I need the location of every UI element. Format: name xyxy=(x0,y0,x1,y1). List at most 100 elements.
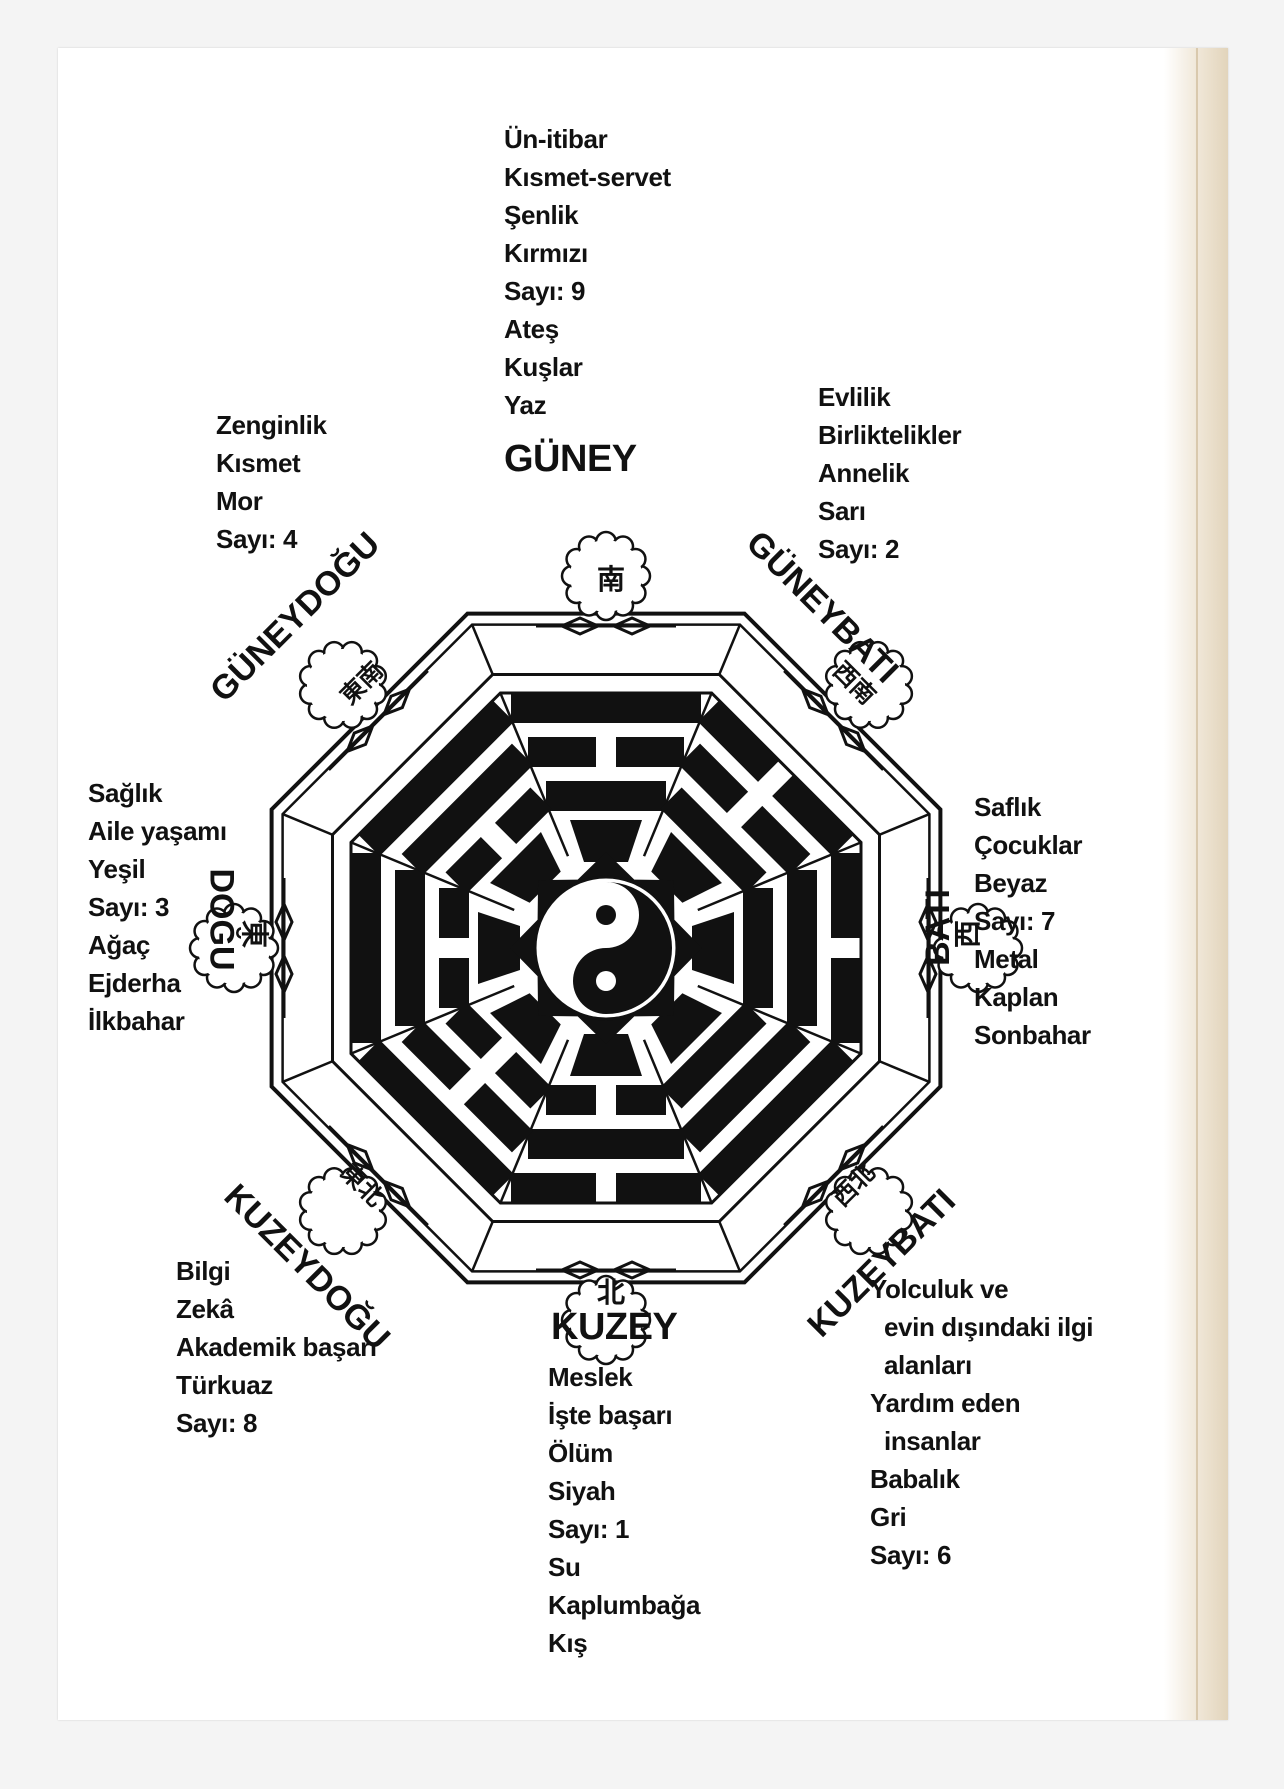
north-heading: KUZEY xyxy=(551,1306,678,1348)
trigram-solid-line xyxy=(743,888,773,1008)
frame-corner-line xyxy=(470,624,494,676)
trigram-broken-line xyxy=(678,743,749,813)
east-line: Yeşil xyxy=(88,854,146,884)
trigram-solid-line xyxy=(787,870,817,1026)
yin-dot xyxy=(596,905,616,925)
southwest-line: Evlilik xyxy=(818,382,891,412)
northwest-line: evin dışındaki ilgi xyxy=(884,1312,1094,1342)
trigram xyxy=(298,993,561,1256)
trigram-solid-line xyxy=(511,693,701,723)
glyph-south: 南 xyxy=(597,564,626,595)
southeast-attributes: Zenginlik Kısmet Mor Sayı: 4 xyxy=(216,406,327,558)
north-line: Siyah xyxy=(548,1476,616,1506)
trigram-broken-line xyxy=(511,1173,596,1203)
trigram-broken-line xyxy=(445,836,503,894)
east-line: Ağaç xyxy=(88,930,150,960)
west-line: Kaplan xyxy=(974,982,1059,1012)
page-fold-line xyxy=(1196,48,1198,1720)
north-line: Su xyxy=(548,1552,581,1582)
northeast-line: Türkuaz xyxy=(176,1370,273,1400)
trigram-broken-line xyxy=(401,1020,471,1091)
frame-ornament xyxy=(918,878,938,1018)
west-line: Sonbahar xyxy=(974,1020,1091,1050)
trigram-solid-line xyxy=(697,1039,854,1196)
east-line: Sayı: 3 xyxy=(88,892,170,922)
frame-ornament xyxy=(327,669,429,771)
frame-corner-line xyxy=(878,1060,930,1084)
center-wedge-emblem xyxy=(478,912,520,984)
frame-ornament xyxy=(783,669,885,771)
northeast-line: Sayı: 8 xyxy=(176,1408,258,1438)
southwest-line: Birliktelikler xyxy=(818,420,962,450)
trigram-broken-line xyxy=(546,1085,596,1115)
trigram-broken-line xyxy=(772,774,854,857)
trigram-solid-line xyxy=(546,781,666,811)
trigram-broken-line xyxy=(439,888,469,938)
northwest-line: Yardım eden xyxy=(870,1388,1021,1418)
trigram-solid-line xyxy=(358,700,515,857)
northwest-line: insanlar xyxy=(884,1426,981,1456)
scalloped-badge xyxy=(824,640,914,730)
frame-corner-line xyxy=(718,624,742,676)
trigram xyxy=(692,853,1024,1043)
south-line: Kısmet-servet xyxy=(504,162,671,192)
frame-corner-line xyxy=(718,1220,742,1272)
frame-corner-line xyxy=(282,812,334,836)
trigram-broken-line xyxy=(445,1002,503,1060)
trigram xyxy=(511,530,701,862)
southwest-line: Sarı xyxy=(818,496,866,526)
northwest-line: Gri xyxy=(870,1502,907,1532)
trigram-solid-line xyxy=(395,870,425,1026)
southeast-line: Zenginlik xyxy=(216,410,327,440)
trigram-solid-line xyxy=(351,853,381,1043)
glyph-north: 北 xyxy=(597,1277,626,1308)
scalloped-badge xyxy=(932,902,1024,994)
trigram-solid-line xyxy=(660,787,767,894)
southwest-line: Sayı: 2 xyxy=(818,534,900,564)
south-line: Ün-itibar xyxy=(504,124,608,154)
trigram-broken-line xyxy=(494,787,552,845)
trigram-broken-line xyxy=(439,958,469,1008)
trigram xyxy=(511,1034,701,1366)
bagua-diagram xyxy=(188,530,1024,1366)
trigram xyxy=(298,640,561,903)
scalloped-badge xyxy=(298,640,388,730)
east-heading: DOĞU xyxy=(202,868,241,971)
northwest-line: Babalık xyxy=(870,1464,960,1494)
northwest-attributes: Yolculuk ve evin dışındaki ilgi alanları… xyxy=(870,1270,1094,1574)
east-line: Ejderha xyxy=(88,968,181,998)
northeast-line: Akademik başarı xyxy=(176,1332,377,1362)
north-line: Ölüm xyxy=(548,1438,613,1468)
trigram-broken-line xyxy=(528,737,596,767)
trigram-solid-line xyxy=(660,1002,767,1109)
west-attributes: Saflık Çocuklar Beyaz Sayı: 7 Metal Kapl… xyxy=(974,788,1091,1054)
south-line: Kuşlar xyxy=(504,352,583,382)
south-line: Kırmızı xyxy=(504,238,588,268)
southeast-line: Sayı: 4 xyxy=(216,524,298,554)
center-wedge-emblem xyxy=(570,820,642,862)
trigram-solid-line xyxy=(401,743,534,876)
frame-ornament xyxy=(536,616,676,636)
east-line: İlkbahar xyxy=(88,1006,185,1036)
trigram-broken-line xyxy=(741,805,811,876)
east-attributes: Sağlık Aile yaşamı Yeşil Sayı: 3 Ağaç Ej… xyxy=(88,774,227,1040)
trigram-solid-line xyxy=(528,1129,684,1159)
frame-ornament xyxy=(536,1260,676,1280)
center-wedge-emblem xyxy=(570,1034,642,1076)
south-line: Sayı: 9 xyxy=(504,276,586,306)
trigram-solid-line xyxy=(358,1039,515,1196)
frame-ornament xyxy=(783,1125,885,1227)
book-page: Ün-itibar Kısmet-servet Şenlik Kırmızı S… xyxy=(58,48,1228,1720)
northeast-line: Bilgi xyxy=(176,1256,231,1286)
north-line: Sayı: 1 xyxy=(548,1514,630,1544)
scalloped-badge xyxy=(560,530,652,622)
west-line: Çocuklar xyxy=(974,830,1083,860)
scalloped-badge xyxy=(188,902,280,994)
southeast-line: Mor xyxy=(216,486,263,516)
east-line: Sağlık xyxy=(88,778,163,808)
south-attributes: Ün-itibar Kısmet-servet Şenlik Kırmızı S… xyxy=(504,120,671,424)
frame-corner-line xyxy=(470,1220,494,1272)
frame-corner-line xyxy=(282,1060,334,1084)
south-line: Şenlik xyxy=(504,200,579,230)
trigram-broken-line xyxy=(463,1083,534,1153)
